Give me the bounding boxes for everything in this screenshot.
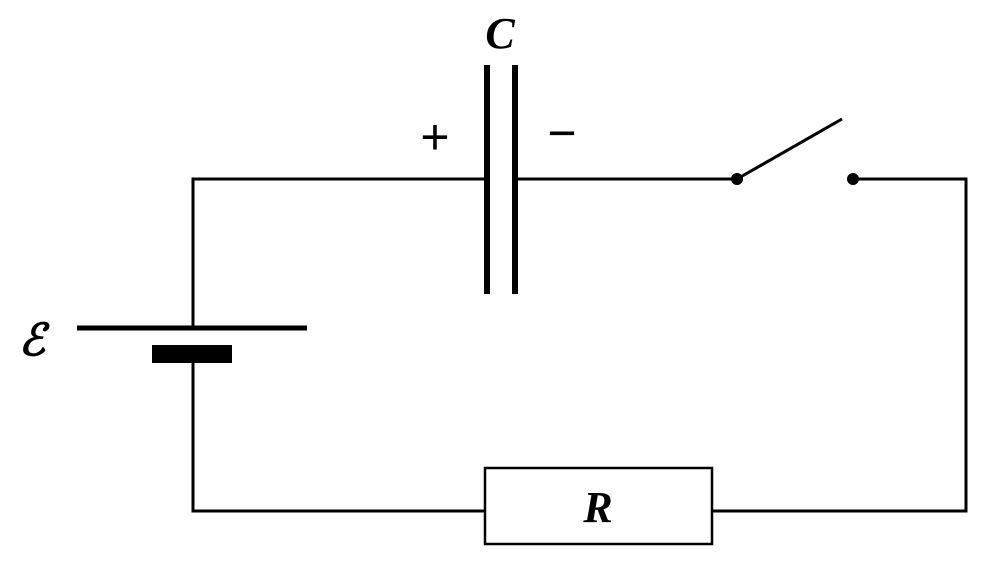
wire-left-bottom [191,351,487,513]
wires [191,177,968,513]
capacitor-negative-sign: − [547,105,576,161]
resistor-label: R [582,483,612,532]
resistor: R [483,466,714,546]
wire-left-top [191,177,489,330]
battery-label: ℰ [19,316,51,365]
switch-open-contact [847,173,859,185]
capacitor: C + − [420,9,577,294]
battery-short-plate [152,345,232,363]
capacitor-positive-sign: + [420,109,449,165]
capacitor-label: C [485,9,515,58]
switch-lever [736,117,843,181]
resistor-body [483,466,714,546]
switch-pivot-contact [731,173,743,185]
switch [731,117,859,185]
wire-right [710,177,968,513]
battery: ℰ [19,316,307,365]
